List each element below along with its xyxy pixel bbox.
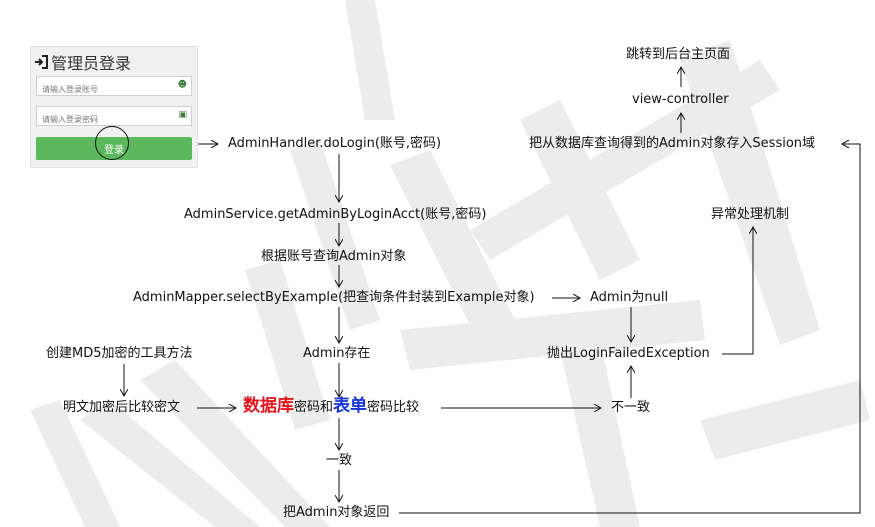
lock-icon: ▣	[178, 110, 187, 120]
password-input[interactable]	[40, 110, 174, 129]
node-match: 一致	[326, 453, 353, 468]
arrow-exception-to-mechanism	[722, 227, 753, 355]
sign-in-icon	[34, 54, 48, 73]
password-field: ▣	[36, 106, 192, 129]
login-button-highlight-circle	[95, 126, 129, 160]
node-throw-exception: 抛出LoginFailedException	[547, 346, 710, 361]
node-exception-mechanism: 异常处理机制	[711, 207, 790, 222]
node-admin-exists: Admin存在	[303, 346, 371, 361]
node-plain-encrypt: 明文加密后比较密文	[63, 400, 181, 415]
node-password-compare: 数据库密码和表单密码比较	[243, 398, 419, 416]
node-select-by-example: AdminMapper.selectByExample(把查询条件封装到Exam…	[133, 290, 535, 305]
login-panel: 管理员登录 ☻ ▣ 登录	[30, 46, 198, 168]
account-field: ☻	[36, 76, 192, 99]
node-view-controller: view-controller	[632, 92, 729, 107]
node-mismatch: 不一致	[611, 400, 651, 415]
compare-form-text: 表单	[333, 396, 368, 416]
compare-mid-text: 密码和	[294, 400, 334, 415]
node-admin-null: Admin为null	[590, 290, 669, 305]
arrow-return-to-session	[399, 144, 861, 514]
node-store-session: 把从数据库查询得到的Admin对象存入Session域	[529, 136, 816, 151]
login-panel-title: 管理员登录	[34, 50, 131, 74]
compare-end-text: 密码比较	[367, 400, 420, 415]
node-query-by-account: 根据账号查询Admin对象	[261, 249, 407, 264]
node-redirect-main: 跳转到后台主页面	[626, 47, 731, 62]
user-icon: ☻	[177, 80, 187, 90]
node-get-admin: AdminService.getAdminByLoginAcct(账号,密码)	[184, 207, 487, 222]
login-title-text: 管理员登录	[51, 54, 132, 73]
account-input[interactable]	[40, 80, 174, 99]
compare-db-text: 数据库	[243, 396, 294, 416]
node-create-md5: 创建MD5加密的工具方法	[46, 346, 193, 361]
node-return-admin: 把Admin对象返回	[283, 505, 390, 520]
node-do-login: AdminHandler.doLogin(账号,密码)	[228, 136, 442, 151]
